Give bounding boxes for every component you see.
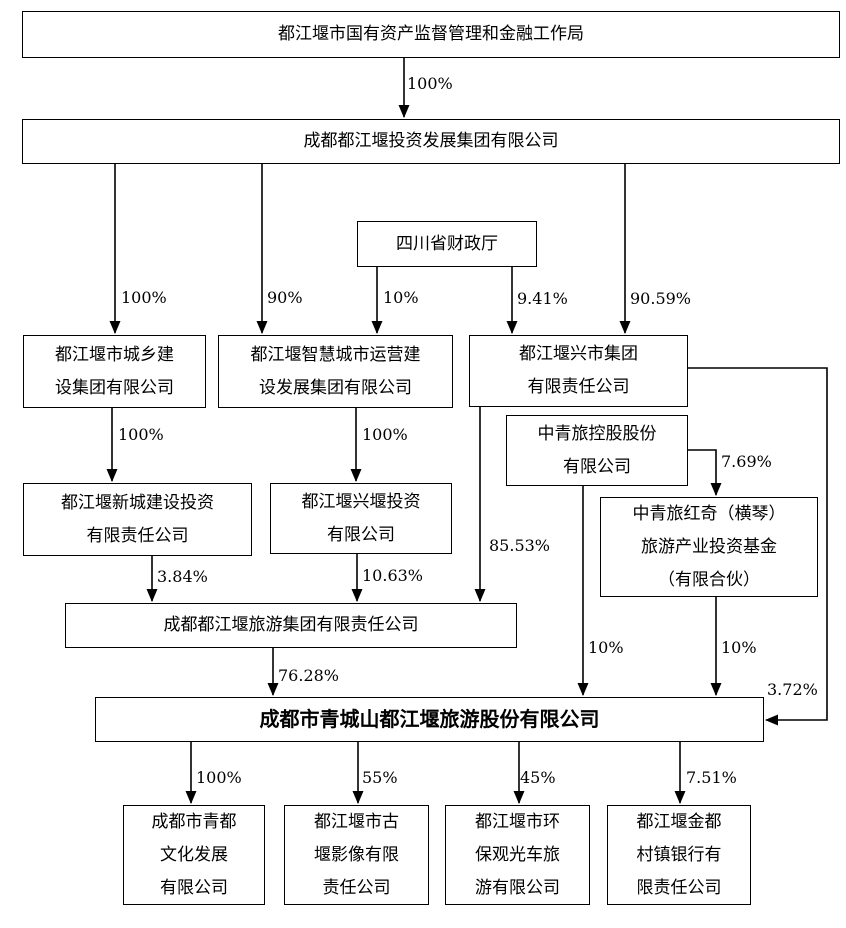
- node-text-line: 有限公司: [160, 877, 228, 898]
- edge-label-listed-huanbao: 45%: [520, 768, 556, 787]
- node-tourism-group: 成都都江堰旅游集团有限责任公司: [65, 603, 517, 648]
- node-text-line: 堰影像有限: [314, 844, 399, 865]
- node-guyan-imaging: 都江堰市古 堰影像有限 责任公司: [284, 805, 429, 905]
- node-text-line: 有限公司: [563, 456, 631, 477]
- edge-label-xincheng-tourgroup: 3.84%: [157, 567, 208, 586]
- node-text-line: 成都都江堰旅游集团有限责任公司: [163, 615, 419, 635]
- node-listed-company: 成都市青城山都江堰旅游股份有限公司: [95, 697, 764, 742]
- edge-label-listed-qingdu: 100%: [196, 768, 242, 787]
- node-text-line: 限责任公司: [636, 877, 722, 898]
- edge-cyts-hongqi: [688, 449, 722, 496]
- node-text-line: 游有限公司: [475, 877, 560, 898]
- node-text-line: 成都都江堰投资发展集团有限公司: [303, 131, 559, 151]
- edge-label-czt-xingshi: 9.41%: [517, 289, 568, 308]
- node-jindu-bank: 都江堰金都 村镇银行有 限责任公司: [607, 805, 751, 905]
- node-text-line: 都江堰市国有资产监督管理和金融工作局: [278, 24, 584, 44]
- node-sichuan-finance-dept: 四川省财政厅: [357, 221, 537, 267]
- node-text-line: 都江堰市环: [475, 811, 560, 832]
- edge-label-tourgroup-listed: 76.28%: [278, 666, 340, 685]
- node-text-line: 都江堰市城乡建: [55, 344, 174, 365]
- node-text-line: 保观光车旅: [475, 844, 560, 865]
- node-text-line: 中青旅控股股份: [537, 423, 657, 444]
- edge-label-bureau-group: 100%: [407, 74, 453, 93]
- node-text-line: 责任公司: [322, 877, 391, 898]
- node-text-line: 成都市青城山都江堰旅游股份有限公司: [259, 707, 600, 731]
- node-smart-city-group: 都江堰智慧城市运营建 设发展集团有限公司: [218, 335, 453, 408]
- node-text-line: （有限合伙）: [658, 569, 760, 590]
- edge-label-xingyan-tourgroup: 10.63%: [362, 566, 424, 585]
- node-text-line: 成都市青都: [151, 811, 237, 832]
- node-text-line: 都江堰兴市集团: [519, 344, 638, 364]
- node-investment-group: 成都都江堰投资发展集团有限公司: [22, 119, 840, 164]
- node-text-line: 村镇银行有: [636, 844, 722, 865]
- node-xingyan-investment: 都江堰兴堰投资 有限公司: [270, 483, 452, 554]
- node-text-line: 都江堰新城建设投资: [61, 492, 214, 513]
- node-state-assets-bureau: 都江堰市国有资产监督管理和金融工作局: [22, 11, 840, 58]
- node-text-line: 有限公司: [327, 524, 395, 545]
- edge-label-hongqi-listed: 10%: [721, 638, 757, 657]
- node-cyts-holding: 中青旅控股股份 有限公司: [506, 415, 688, 486]
- edge-label-chengxiang-xincheng: 100%: [118, 425, 164, 444]
- node-sightseeing-bus: 都江堰市环 保观光车旅 游有限公司: [445, 805, 590, 905]
- edge-label-cyts-listed: 10%: [588, 638, 624, 657]
- edge-label-group-zhihui: 90%: [267, 288, 303, 307]
- edge-label-xingshi-listed: 3.72%: [767, 680, 818, 699]
- node-text-line: 旅游产业投资基金: [641, 536, 777, 557]
- node-qingdu-culture: 成都市青都 文化发展 有限公司: [123, 805, 265, 905]
- node-text-line: 四川省财政厅: [396, 233, 498, 254]
- edge-label-czt-zhihui: 10%: [383, 288, 419, 307]
- edge-label-listed-jindu: 7.51%: [686, 768, 737, 787]
- node-text-line: 中青旅红奇（横琴）: [632, 503, 786, 524]
- node-text-line: 设发展集团有限公司: [259, 377, 412, 398]
- node-hongqi-fund: 中青旅红奇（横琴） 旅游产业投资基金 （有限合伙）: [600, 497, 818, 597]
- node-urban-rural-construction-group: 都江堰市城乡建 设集团有限公司: [23, 335, 206, 408]
- edge-label-group-chengxiang: 100%: [121, 288, 167, 307]
- node-xingshi-group: 都江堰兴市集团 有限责任公司: [469, 335, 688, 407]
- node-text-line: 有限责任公司: [86, 525, 189, 546]
- node-text-line: 文化发展: [160, 844, 228, 865]
- node-text-line: 有限责任公司: [527, 377, 630, 397]
- node-text-line: 都江堰智慧城市运营建: [250, 344, 421, 365]
- edge-xingshi-listed: [688, 367, 828, 726]
- edge-label-zhihui-xingyan: 100%: [362, 425, 408, 444]
- node-text-line: 设集团有限公司: [55, 377, 174, 398]
- edge-label-group-xingshi: 90.59%: [630, 289, 692, 308]
- node-text-line: 都江堰市古: [314, 811, 399, 832]
- edge-label-xingshi-tourgroup: 85.53%: [489, 536, 551, 555]
- edge-label-listed-guyan: 55%: [362, 768, 398, 787]
- edge-label-cyts-hongqi: 7.69%: [721, 452, 772, 471]
- node-new-city-construction: 都江堰新城建设投资 有限责任公司: [23, 483, 252, 556]
- node-text-line: 都江堰金都: [636, 811, 722, 832]
- node-text-line: 都江堰兴堰投资: [301, 491, 421, 512]
